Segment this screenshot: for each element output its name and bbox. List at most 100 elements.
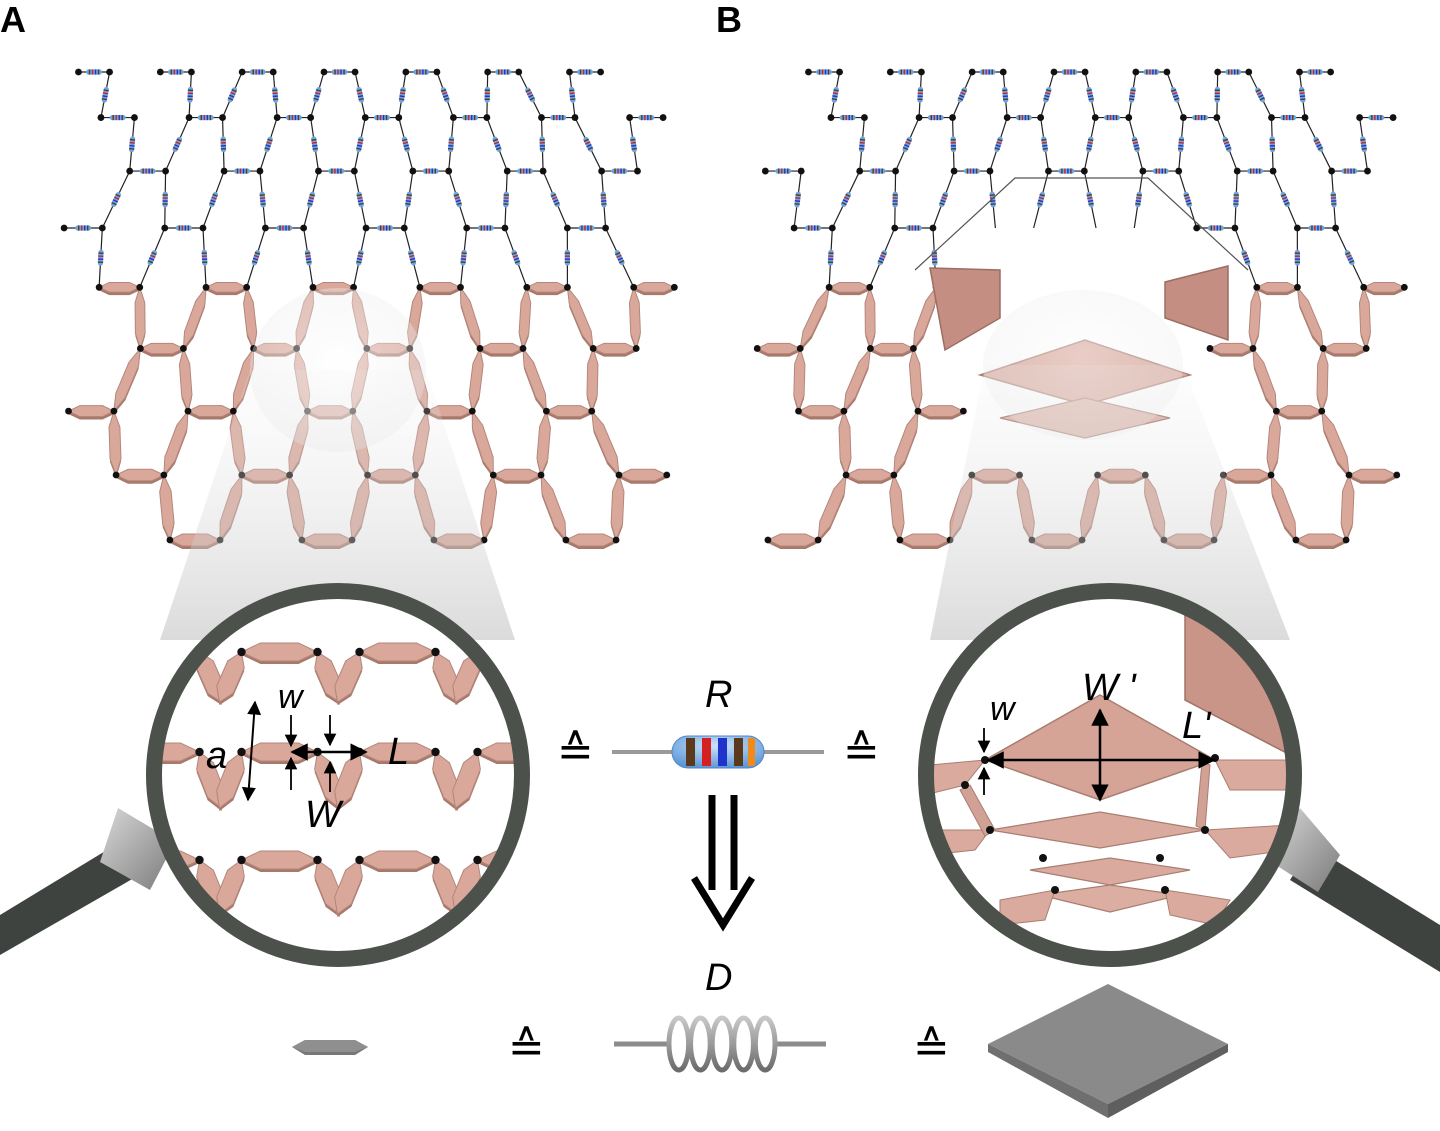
lattice-rod: [1270, 473, 1297, 542]
lattice-node: [195, 960, 203, 968]
lattice-rod: [97, 281, 141, 293]
lattice-node: [97, 114, 105, 121]
lattice-node: [523, 283, 531, 291]
lattice-rod: [159, 473, 175, 542]
zoom-rod: [596, 851, 672, 869]
lattice-node: [785, 856, 793, 864]
lattice-rod: [838, 409, 852, 477]
mini-resistor: [989, 191, 996, 208]
lattice-node: [626, 114, 634, 121]
magnifier-frame-a: [146, 583, 530, 967]
zoom-rod: [714, 851, 790, 869]
mini-resistor: [374, 114, 391, 121]
lattice-node: [195, 747, 204, 757]
lattice-node: [126, 167, 134, 175]
lattice-node: [1293, 224, 1301, 232]
mini-resistor: [1207, 225, 1224, 231]
mini-resistor: [611, 168, 628, 174]
lattice-node: [1327, 68, 1335, 76]
mini-resistor: [511, 250, 521, 266]
lattice-node: [659, 114, 667, 121]
lattice-rod: [182, 285, 207, 351]
mini-resistor: [638, 114, 655, 121]
mini-resistor: [109, 114, 126, 121]
lattice-rod: [525, 281, 569, 293]
lattice-rod: [459, 285, 481, 351]
lattice-node: [1081, 68, 1089, 76]
mini-resistor: [209, 191, 219, 208]
mini-resistor: [1313, 136, 1324, 152]
mini-resistor: [201, 249, 208, 266]
lattice-node: [519, 345, 527, 352]
mini-resistor: [839, 114, 856, 121]
mini-resistor: [356, 191, 364, 208]
lattice-node: [400, 224, 408, 232]
zoom-rod: [551, 860, 579, 914]
lattice-node: [60, 224, 68, 232]
lattice-node: [431, 960, 439, 968]
lattice-node: [615, 471, 623, 479]
lattice-node: [709, 648, 717, 656]
wire-arch-b: [914, 177, 1249, 271]
mini-resistor: [111, 192, 121, 208]
mini-resistor: [1037, 191, 1046, 208]
lattice-node: [199, 224, 207, 232]
lattice-node: [1328, 167, 1336, 175]
mini-resistor: [630, 136, 637, 153]
lattice-node: [463, 224, 471, 232]
zoom-rod: [787, 860, 815, 914]
coil-loop: [666, 1015, 692, 1073]
mini-resistor: [1294, 249, 1300, 266]
lattice-node: [827, 114, 835, 121]
lattice-node: [999, 68, 1007, 76]
lattice-node: [840, 407, 848, 415]
zoom-rod-side: [669, 863, 697, 917]
zoom-rod-side: [478, 958, 554, 976]
lattice-node: [1272, 407, 1280, 415]
mini-resistor: [147, 250, 157, 266]
mini-resistor: [220, 136, 227, 153]
mini-resistor: [408, 249, 417, 266]
mini-resistor: [398, 86, 406, 103]
lattice-node: [431, 855, 440, 865]
resistor-band-2: [702, 738, 711, 766]
zoom-rod: [0, 752, 8, 808]
lattice-node: [542, 407, 550, 415]
lattice-node: [785, 648, 793, 656]
resistor-icon: [612, 735, 824, 769]
zoom-rod-side: [0, 755, 8, 811]
mini-resistor: [167, 69, 184, 75]
lattice-node: [1091, 114, 1099, 121]
lattice-node: [313, 855, 322, 865]
lattice-rod: [1362, 281, 1406, 293]
lattice-rod: [1208, 342, 1255, 355]
lattice-node: [95, 283, 103, 291]
mini-resistor: [413, 69, 430, 75]
magnifier-collar-a: [100, 808, 175, 890]
mini-resistor: [234, 168, 251, 174]
lattice-node: [243, 283, 251, 291]
lattice-node: [1, 648, 9, 656]
mini-resistor: [892, 191, 898, 208]
zoom-rod: [714, 643, 790, 661]
lattice-node: [549, 960, 557, 968]
lattice-rod: [518, 285, 532, 351]
zoom-rod-side: [99, 755, 127, 811]
mini-resistor: [331, 69, 348, 75]
zoom-rod-side: [571, 863, 599, 917]
lattice-node: [929, 224, 937, 232]
mini-resistor: [979, 69, 996, 75]
lattice-node: [896, 536, 904, 544]
mini-resistor: [994, 136, 1003, 153]
lattice-node: [670, 283, 678, 291]
lattice-rod: [797, 405, 846, 418]
lattice-node: [273, 114, 281, 121]
equivalence-symbol-2: ≙: [843, 726, 880, 777]
mini-resistor: [1128, 86, 1136, 103]
zoom-rod-side: [596, 746, 672, 764]
zoom-rod: [452, 751, 481, 809]
lattice-rod: [628, 285, 641, 351]
lattice-node: [362, 224, 370, 232]
zoom-rod-side: [596, 646, 672, 664]
mini-resistor: [440, 87, 450, 103]
